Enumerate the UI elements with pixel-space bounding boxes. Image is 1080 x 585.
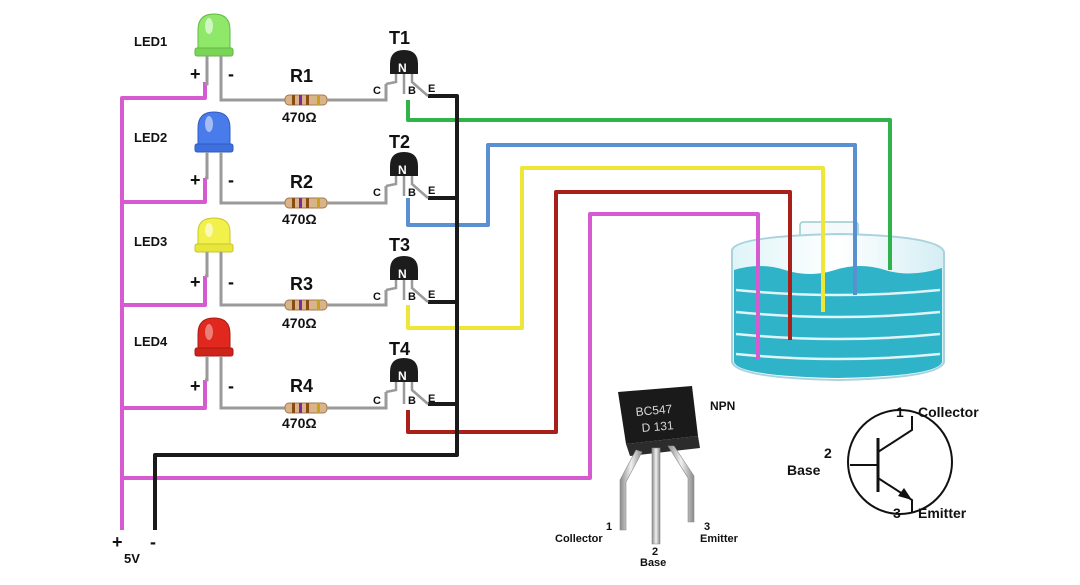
resistance-label: 470Ω (282, 109, 317, 125)
supply-voltage-label: 5V (124, 551, 140, 566)
resistor-4 (284, 402, 328, 414)
supply-negative-label: - (150, 532, 156, 552)
pin2-name: Base (640, 557, 666, 569)
transistor-type-mark: N (398, 369, 407, 383)
transistor-type-mark: N (398, 163, 407, 177)
symbol-emitter-label: Emitter (918, 505, 967, 521)
probe-wire-3 (406, 166, 825, 330)
pin-b-label: B (408, 395, 416, 407)
resistor-2 (284, 197, 328, 209)
symbol-base-num: 2 (824, 445, 832, 461)
led-label: LED3 (134, 234, 167, 249)
pin1-name: Collector (555, 533, 603, 545)
transistor-label: T3 (389, 235, 410, 255)
pin-e-label: E (428, 393, 435, 405)
pin-c-label: C (373, 187, 381, 199)
pin-e-label: E (428, 185, 435, 197)
stage-2: LED2 + - R2 470Ω T2 N (134, 111, 435, 227)
symbol-collector-label: Collector (918, 404, 979, 420)
pin-c-label: C (373, 291, 381, 303)
led-plus-label: + (190, 376, 201, 396)
probe-wire-2 (406, 143, 857, 295)
resistor-1 (284, 94, 328, 106)
pin-e-label: E (428, 289, 435, 301)
pin-c-label: C (373, 395, 381, 407)
transistor-type-mark: N (398, 61, 407, 75)
transistor-label: T2 (389, 132, 410, 152)
led-minus-label: - (228, 64, 234, 84)
stage-4: LED4 + - R4 470Ω T4 N (134, 317, 435, 431)
transistor-4: N C B E (373, 358, 435, 407)
bc547-package: BC547 D 131 NPN 1 Collector 2 Base 3 Emi… (555, 386, 739, 569)
transistor-2: N C B E (373, 152, 435, 199)
pin-b-label: B (408, 85, 416, 97)
package-marking-2: D 131 (641, 418, 674, 435)
pin-b-label: B (408, 187, 416, 199)
pin3-number: 3 (704, 521, 710, 533)
pin-b-label: B (408, 291, 416, 303)
symbol-emitter-num: 3 (893, 505, 901, 521)
transistor-label: T1 (389, 28, 410, 48)
led-plus-label: + (190, 64, 201, 84)
resistor-label: R1 (290, 66, 313, 86)
ground-rail (153, 94, 459, 530)
pin3-name: Emitter (700, 533, 739, 545)
package-body (618, 386, 698, 444)
resistance-label: 470Ω (282, 315, 317, 331)
stage-3: LED3 + - R3 470Ω T3 N (134, 217, 435, 331)
resistance-label: 470Ω (282, 211, 317, 227)
probe-wire-4 (406, 190, 792, 434)
led-label: LED1 (134, 34, 167, 49)
package-type-label: NPN (710, 399, 735, 413)
power-supply-terminals: + - 5V (112, 532, 156, 566)
npn-symbol: 1 Collector 2 Base 3 Emitter (787, 404, 979, 521)
transistor-label: T4 (389, 339, 410, 359)
stage-1: LED1 + - R1 470Ω T1 N (134, 13, 435, 125)
symbol-collector-num: 1 (896, 404, 904, 420)
package-legs (619, 445, 695, 545)
resistor-3 (284, 299, 328, 311)
led-4 (194, 317, 234, 357)
transistor-3: N C B E (373, 256, 435, 303)
led-minus-label: - (228, 170, 234, 190)
led-leads (205, 56, 285, 102)
led-minus-label: - (228, 376, 234, 396)
supply-positive-label: + (112, 532, 123, 552)
common-probe-wire (122, 212, 760, 480)
led-2 (194, 111, 234, 153)
transistor-type-mark: N (398, 267, 407, 281)
pin2-number: 2 (652, 546, 658, 558)
tank-water (734, 266, 942, 378)
resistor-label: R2 (290, 172, 313, 192)
tank-ridges (735, 288, 941, 361)
led-minus-label: - (228, 272, 234, 292)
positive-rail (120, 82, 207, 530)
led-label: LED4 (134, 334, 168, 349)
pin-c-label: C (373, 85, 381, 97)
probe-wire-1 (406, 100, 892, 270)
water-tank (731, 221, 945, 382)
led-3 (194, 217, 234, 253)
transistor-1: N C B E (373, 50, 435, 97)
probe-wires (122, 100, 892, 480)
led-plus-label: + (190, 170, 201, 190)
pin1-number: 1 (606, 521, 612, 533)
resistor-label: R3 (290, 274, 313, 294)
package-marking-1: BC547 (635, 402, 673, 419)
led-label: LED2 (134, 130, 167, 145)
resistance-label: 470Ω (282, 415, 317, 431)
symbol-base-label: Base (787, 462, 821, 478)
led-plus-label: + (190, 272, 201, 292)
resistor-label: R4 (290, 376, 313, 396)
pin-e-label: E (428, 83, 435, 95)
led-1 (194, 13, 234, 57)
